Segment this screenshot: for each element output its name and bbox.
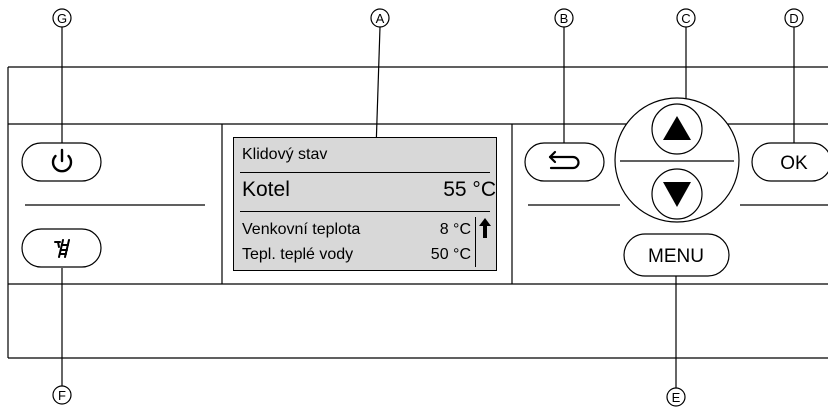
chimney-sweep-button[interactable] bbox=[21, 228, 102, 268]
divider bbox=[240, 211, 490, 212]
callout-g: G bbox=[52, 8, 72, 28]
hot-water-temp-label: Tepl. teplé vody bbox=[242, 246, 354, 263]
back-button[interactable] bbox=[524, 142, 605, 182]
divider bbox=[240, 172, 490, 173]
power-button[interactable] bbox=[21, 142, 102, 182]
outdoor-temp-label: Venkovní teplota bbox=[242, 221, 361, 238]
menu-button[interactable]: MENU bbox=[623, 233, 730, 277]
svg-text:G: G bbox=[57, 11, 67, 26]
callout-leaders bbox=[61, 26, 795, 388]
callout-d: D bbox=[784, 8, 804, 28]
callout-c: C bbox=[676, 8, 696, 28]
navigation-pad bbox=[614, 97, 740, 223]
boiler-label: Kotel bbox=[242, 178, 290, 201]
down-button[interactable] bbox=[651, 168, 703, 220]
svg-text:A: A bbox=[376, 11, 385, 26]
status-text: Klidový stav bbox=[242, 146, 328, 163]
triangle-down-icon bbox=[663, 182, 691, 207]
scrollbar bbox=[475, 217, 476, 267]
callout-b: B bbox=[554, 8, 574, 28]
callout-f: F bbox=[52, 385, 72, 405]
triangle-up-icon bbox=[663, 116, 691, 140]
boiler-temperature: 55 °C bbox=[443, 178, 496, 201]
power-icon bbox=[51, 148, 73, 173]
up-button[interactable] bbox=[651, 103, 703, 155]
callout-a: A bbox=[370, 8, 390, 28]
svg-text:E: E bbox=[672, 390, 681, 405]
scroll-up-arrow-icon bbox=[479, 218, 491, 238]
outdoor-temp-value: 8 °C bbox=[439, 221, 471, 238]
svg-text:F: F bbox=[58, 388, 66, 403]
chimney-sweep-icon bbox=[54, 239, 70, 258]
menu-button-label: MENU bbox=[648, 246, 704, 267]
back-arrow-icon bbox=[548, 150, 580, 170]
svg-text:D: D bbox=[789, 11, 798, 26]
ok-button-label: OK bbox=[780, 153, 808, 174]
svg-text:B: B bbox=[560, 11, 569, 26]
svg-text:C: C bbox=[681, 11, 690, 26]
lcd-display: Klidový stav Kotel 55 °C Venkovní teplot… bbox=[233, 137, 497, 271]
callout-e: E bbox=[666, 387, 686, 407]
hot-water-temp-value: 50 °C bbox=[430, 246, 471, 263]
ok-button[interactable]: OK bbox=[751, 142, 828, 182]
